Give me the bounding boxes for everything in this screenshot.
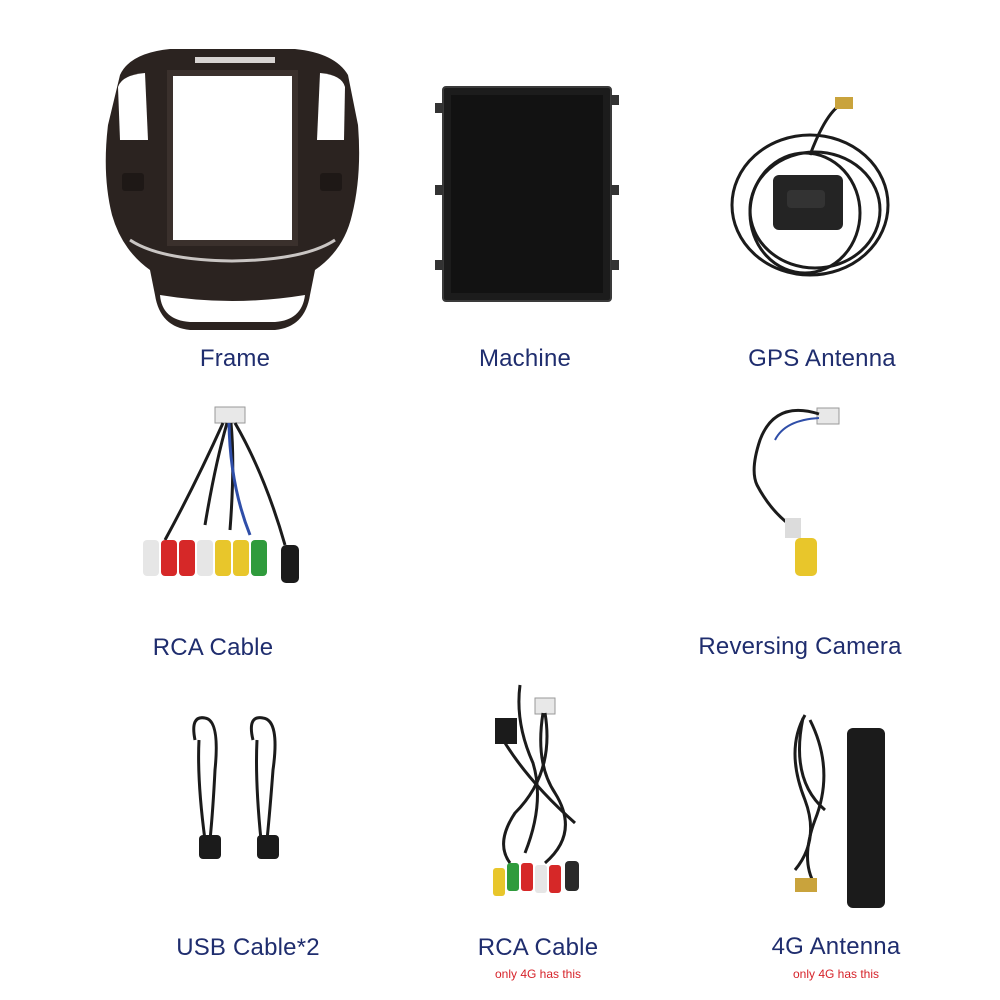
usb-cable-caption: USB Cable*2 [176,934,320,961]
gps-antenna-image [730,97,890,277]
machine-caption: Machine [478,345,572,372]
antenna-4g-image [793,714,885,908]
rca-cable-4g-note: only 4G has this [494,967,582,981]
rca-cable-image [143,406,299,583]
antenna-4g-caption: 4G Antenna [771,933,901,960]
antenna-4g-note: only 4G has this [792,967,880,981]
reversing-camera-caption: Reversing Camera [698,633,902,660]
frame-caption: Frame [199,345,271,372]
machine-image [435,86,619,302]
reversing-camera-image [752,407,840,576]
rca-cable-4g-caption: RCA Cable [477,934,599,961]
frame-image [105,49,360,330]
gps-antenna-caption: GPS Antenna [748,345,896,372]
usb-cable-image [192,716,279,859]
rca-cable-4g-image [493,684,579,896]
rca-cable-caption: RCA Cable [152,634,274,661]
